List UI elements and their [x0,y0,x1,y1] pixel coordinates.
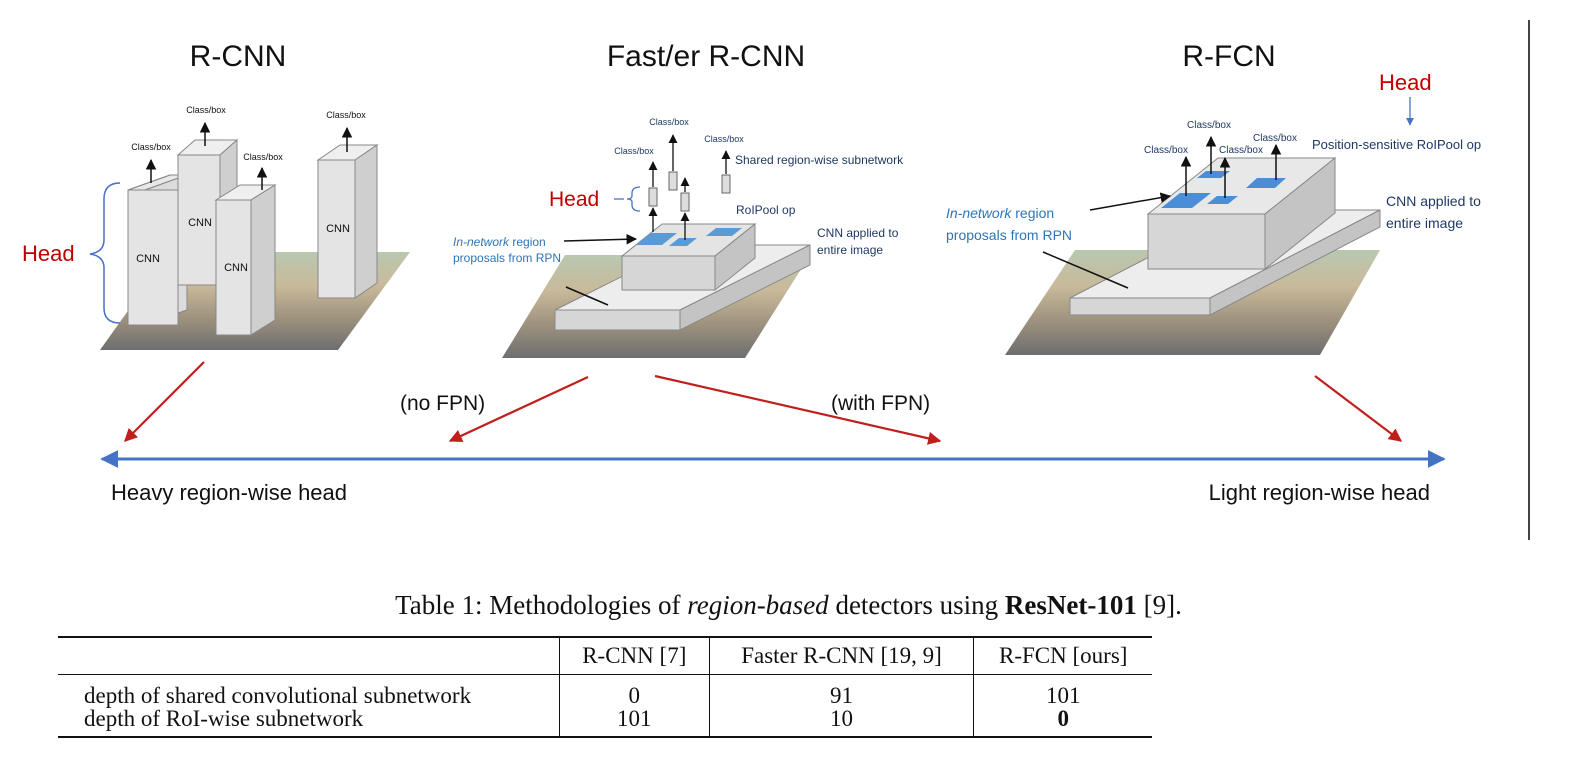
methodology-table: R-CNN [7] Faster R-CNN [19, 9] R-FCN [ou… [58,636,1152,738]
table-cell: 10 [708,707,974,737]
heavy-head-label: Heavy region-wise head [111,480,347,505]
rfcn-panel: R-FCN Head Position-sensitive RoIPool op… [946,40,1481,355]
rfcn-feature-block [1146,156,1337,271]
faster-shared-subnet-label: Shared region-wise subnetwork [735,153,904,167]
mapping-arrows: (no FPN) (with FPN) [124,361,1403,445]
table-cell: 0 [559,674,710,707]
rcnn-cnn-box-1: CNN [127,174,188,326]
head-weight-axis: Heavy region-wise head Light region-wise… [100,450,1446,505]
rfcn-head-label: Head [1379,70,1432,95]
rcnn-class-box-label-4: Class/box [326,110,366,120]
table-row: depth of RoI-wise subnetwork 101 10 0 [58,707,1152,737]
faster-class-box-label-2: Class/box [649,117,689,127]
rfcn-cnn-applied-line2: entire image [1386,215,1463,231]
rcnn-cnn-label-4: CNN [326,223,350,235]
rfcn-cnn-applied-line1: CNN applied to [1386,193,1481,209]
rcnn-class-box-label-2: Class/box [186,105,226,115]
faster-region-3 [706,228,742,236]
rcnn-class-box-label-3: Class/box [243,152,283,162]
faster-proposal-arrow [563,234,638,245]
table-caption: Table 1: Methodologies of region-based d… [0,590,1577,621]
rcnn-cnn-label-2: CNN [188,217,212,229]
rcnn-head-brace [89,182,121,324]
rcnn-class-box-label-1: Class/box [131,142,171,152]
no-fpn-label: (no FPN) [400,392,485,415]
with-fpn-label: (with FPN) [831,392,930,415]
rfcn-class-box-label-3: Class/box [1219,145,1263,156]
faster-cnn-applied-line2: entire image [817,243,883,257]
rfcn-proposal-arrow [1089,192,1172,211]
faster-region-1 [636,233,677,245]
arrow-with-fpn [654,374,942,445]
faster-in-network-em: In-network [453,235,510,249]
faster-class-box-label-3: Class/box [704,134,744,144]
table-header-corner [58,637,560,675]
rcnn-cnn-label-1: CNN [136,253,160,265]
rfcn-title: R-FCN [1182,40,1275,73]
rfcn-region-2 [1207,196,1238,204]
faster-rcnn-panel: Fast/er R-CNN [453,40,904,358]
rcnn-cnn-box-3: CNN [214,184,277,336]
faster-head-brace [626,186,641,212]
rfcn-proposals-label: proposals from RPN [946,227,1072,243]
arrow-rcnn-to-axis [124,361,205,442]
faster-in-network-rest: region [509,235,546,249]
rcnn-cnn-box-4: CNN [316,144,379,299]
rfcn-region-3 [1197,171,1230,178]
faster-title: Fast/er R-CNN [607,40,805,73]
arrow-rfcn-to-axis [1314,375,1403,442]
rfcn-region-4 [1246,178,1286,188]
rfcn-proposal-pointer [1042,251,1129,289]
table-cell: 101 [973,674,1152,707]
row-label: depth of RoI-wise subnetwork [84,706,364,731]
table-row: depth of shared convolutional subnetwork… [58,674,1152,708]
caption-prefix: Table 1: Methodologies of [395,590,688,620]
table-header-faster-rcnn: Faster R-CNN [19, 9] [708,637,974,675]
faster-head-columns [648,134,731,240]
rfcn-in-network-rest: region [1011,205,1054,221]
caption-middle: detectors using [828,590,1005,620]
rcnn-cnn-label-3: CNN [224,262,248,274]
faster-in-network-label: In-network region [453,235,546,249]
table-cell: 91 [708,674,974,707]
table-cell-highlight: 0 [973,707,1152,737]
table-header-rcnn: R-CNN [7] [559,637,710,675]
rcnn-head-label: Head [22,241,75,266]
faster-feature-block [620,222,757,292]
caption-bold: ResNet-101 [1004,590,1137,620]
rfcn-region-1 [1161,193,1211,208]
row-label: depth of shared convolutional subnetwork [84,683,472,708]
faster-proposal-pointer [565,286,609,306]
rfcn-in-network-label: In-network region [946,205,1054,221]
caption-emphasis: region-based [687,590,829,620]
faster-proposals-label: proposals from RPN [453,251,561,265]
table-cell: 101 [559,707,710,737]
faster-cnn-applied-line1: CNN applied to [817,226,899,240]
rfcn-class-box-label-1: Class/box [1144,145,1188,156]
faster-class-box-label-1: Class/box [614,146,654,156]
light-head-label: Light region-wise head [1209,480,1430,505]
rfcn-in-network-em: In-network [946,205,1012,221]
faster-region-2 [669,238,697,246]
rfcn-ps-roipool-label: Position-sensitive RoIPool op [1312,137,1481,152]
rcnn-title: R-CNN [190,40,287,73]
rfcn-class-box-label-4: Class/box [1253,133,1297,144]
faster-roipool-label: RoIPool op [736,203,796,217]
rfcn-class-box-label-2: Class/box [1187,120,1231,131]
rcnn-panel: R-CNN CNN CNN CNN [22,40,410,350]
table-header-rfcn: R-FCN [ours] [973,637,1152,675]
caption-suffix: [9]. [1136,590,1182,620]
table-header-row: R-CNN [7] Faster R-CNN [19, 9] R-FCN [ou… [58,637,1152,675]
faster-head-label: Head [549,188,599,211]
arrow-no-fpn [448,376,589,442]
